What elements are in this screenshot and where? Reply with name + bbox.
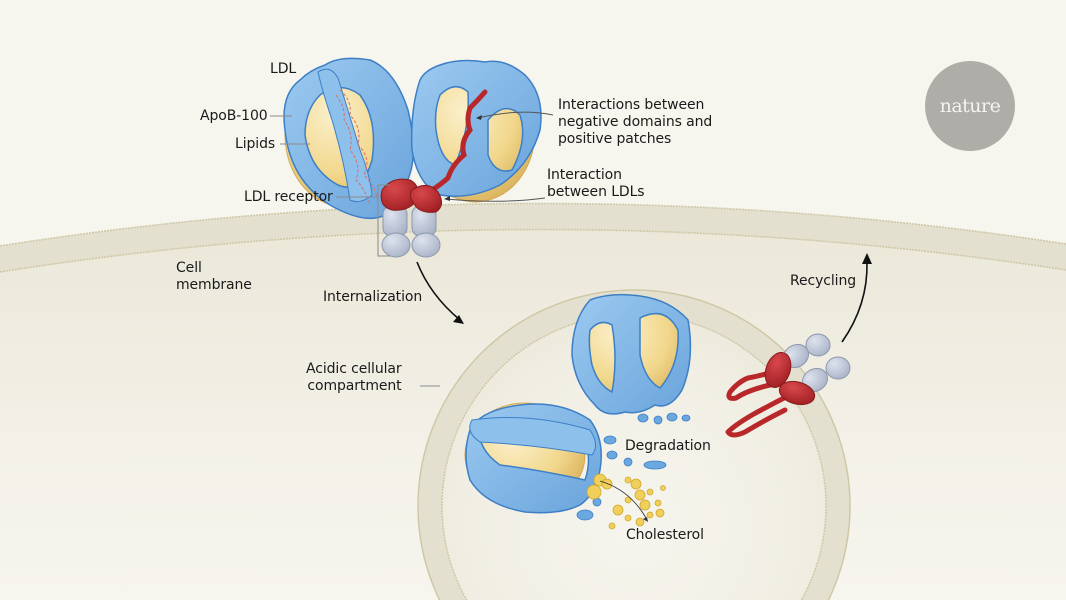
ldl-receptor-top [380, 178, 442, 258]
label-line: between LDLs [547, 184, 645, 200]
cholesterol-arrow [599, 480, 647, 519]
label-internalization: Internalization [323, 289, 423, 305]
arrow-interactions-domains [477, 111, 554, 119]
arrow-head [862, 253, 872, 264]
leader-lines [270, 115, 390, 257]
label-line: Acidic cellular [306, 361, 402, 377]
label-apob-100: ApoB-100 [200, 108, 268, 124]
label-interaction-ldls: Interaction between LDLs [547, 167, 645, 201]
label-recycling: Recycling [790, 273, 857, 289]
receptor-tail [726, 369, 775, 401]
arrow-head [453, 315, 464, 324]
receptor-grey-domain [825, 356, 851, 380]
receptor-red-domain [409, 185, 442, 213]
cholesterol-droplets [586, 473, 666, 530]
label-line: Interaction [547, 167, 622, 183]
apob-dashed-trace [339, 89, 379, 201]
ldl-receptor-recycling [725, 333, 851, 438]
internalization-arrow [416, 261, 461, 321]
arrow-interaction-ldls [445, 197, 546, 202]
label-ldl-receptor: LDL receptor [244, 189, 333, 205]
receptor-grey-domain [805, 333, 831, 357]
cell-membrane-inner-edge [0, 228, 1066, 273]
label-ldl: LDL [270, 61, 297, 77]
label-line: membrane [176, 277, 252, 293]
label-line: compartment [307, 378, 402, 394]
cell-membrane [0, 203, 1066, 272]
label-cholesterol: Cholesterol [626, 527, 704, 543]
label-cell-membrane: Cell membrane [176, 260, 252, 294]
label-degradation: Degradation [625, 438, 711, 454]
label-acidic-compartment: Acidic cellular compartment [306, 361, 402, 395]
arrow-head [643, 517, 648, 522]
receptor-red-domain [778, 380, 816, 406]
nature-logo-text: nature [939, 95, 1001, 117]
receptor-red-domain [764, 352, 792, 388]
label-lipids: Lipids [235, 136, 276, 152]
label-line: positive patches [558, 131, 672, 147]
apob-red-segment [429, 89, 488, 193]
label-line: negative domains and [558, 114, 713, 130]
ldl-particle-degrading-upper [571, 293, 692, 415]
ldl-particle-right [410, 59, 542, 203]
arrow-head [476, 115, 482, 120]
ldl-particle-left [283, 57, 415, 220]
apob-100-belt [410, 59, 542, 197]
label-interactions-domains: Interactions between negative domains an… [558, 97, 712, 148]
receptor-grey-domain [381, 232, 411, 258]
receptor-tail [725, 392, 793, 438]
recycling-arrow [841, 261, 868, 343]
arrow-head [444, 196, 450, 201]
label-line: Cell [176, 260, 202, 276]
ldl-particle-degrading-lower [464, 402, 602, 514]
receptor-grey-domain [411, 232, 441, 258]
cell-membrane-outer-edge [0, 202, 1066, 247]
apob-100-belt [571, 293, 692, 415]
nature-logo: nature [925, 61, 1015, 151]
label-line: Interactions between [558, 97, 705, 113]
